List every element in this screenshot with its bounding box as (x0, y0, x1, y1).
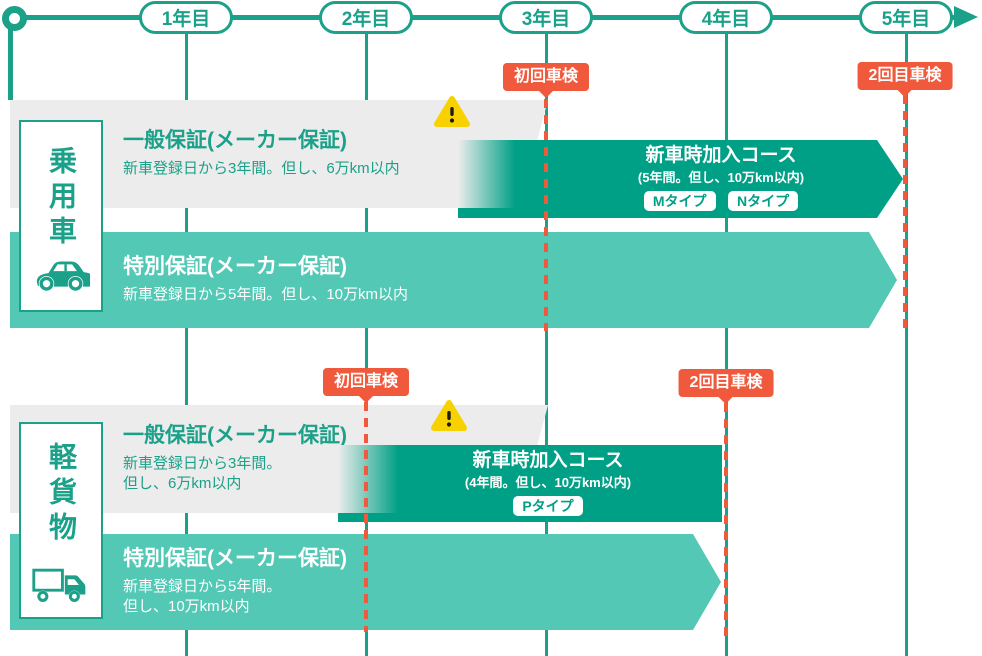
year-marker-4: 4年目 (679, 1, 773, 34)
special-warranty-title: 特別保証(メーカー保証) (123, 255, 347, 278)
course-title: 新車時加入コース (472, 450, 624, 471)
special-warranty-bar-passenger: 特別保証(メーカー保証) 新車登録日から5年間。但し、10万km以内 (10, 232, 897, 328)
year-gridline-1 (185, 33, 188, 656)
timeline-start-dot (2, 6, 27, 31)
general-warranty-title: 一般保証(メーカー保証) (123, 129, 347, 152)
course-condition: (5年間。但し、10万km以内) (637, 170, 805, 185)
inspection-dash-line (544, 99, 548, 331)
year-marker-2: 2年目 (319, 1, 413, 34)
timeline-axis (10, 15, 958, 20)
type-badge-m: Mタイプ (643, 191, 716, 211)
first-inspection-badge-cargo: 初回車検 (322, 368, 410, 396)
new-car-course-text-cargo: 新車時加入コース (4年間。但し、10万km以内) Pタイプ (382, 450, 714, 516)
special-warranty-title: 特別保証(メーカー保証) (123, 547, 347, 570)
type-badge-p: Pタイプ (513, 496, 583, 516)
year-gridline-3 (545, 33, 548, 656)
year-gridline-2 (365, 33, 368, 656)
general-warranty-desc: 新車登録日から3年間。但し、6万km以内 (123, 160, 400, 177)
vehicle-label-passenger: 乗用車 (46, 146, 77, 251)
second-inspection-badge-passenger: 2回目車検 (857, 62, 953, 90)
year-gridline-5 (905, 33, 908, 656)
course-type-badges: Mタイプ Nタイプ (556, 191, 886, 211)
first-inspection-badge-passenger: 初回車検 (502, 63, 590, 91)
vehicle-box-cargo: 軽貨物 (19, 422, 103, 619)
vehicle-label-cargo: 軽貨物 (46, 442, 77, 547)
warning-icon (434, 96, 470, 127)
general-warranty-title: 一般保証(メーカー保証) (123, 424, 347, 447)
vehicle-box-passenger: 乗用車 (19, 120, 103, 312)
course-bar-fade (338, 445, 398, 513)
year-gridline-4 (725, 33, 728, 656)
timeline-start-stem (8, 18, 13, 100)
general-warranty-desc: 新車登録日から3年間。 但し、6万km以内 (123, 455, 282, 492)
year-marker-3: 3年目 (499, 1, 593, 34)
new-car-course-text-passenger: 新車時加入コース (5年間。但し、10万km以内) Mタイプ Nタイプ (556, 145, 886, 211)
truck-icon (32, 568, 86, 603)
course-title: 新車時加入コース (645, 145, 797, 166)
year-marker-5: 5年目 (859, 1, 953, 34)
car-icon (36, 261, 90, 292)
inspection-dash-line (903, 95, 907, 331)
inspection-dash-line (724, 403, 728, 643)
second-inspection-badge-cargo: 2回目車検 (678, 369, 774, 397)
type-badge-n: Nタイプ (728, 191, 799, 211)
timeline-arrow-icon (954, 6, 978, 28)
course-condition: (4年間。但し、10万km以内) (464, 475, 632, 490)
special-warranty-desc: 新車登録日から5年間。 但し、10万km以内 (123, 578, 282, 615)
course-type-badges: Pタイプ (382, 496, 714, 516)
course-bar-fade (458, 140, 515, 208)
warning-icon (431, 400, 467, 431)
year-marker-1: 1年目 (139, 1, 233, 34)
special-warranty-desc: 新車登録日から5年間。但し、10万km以内 (123, 286, 409, 303)
inspection-dash-line (364, 402, 368, 632)
